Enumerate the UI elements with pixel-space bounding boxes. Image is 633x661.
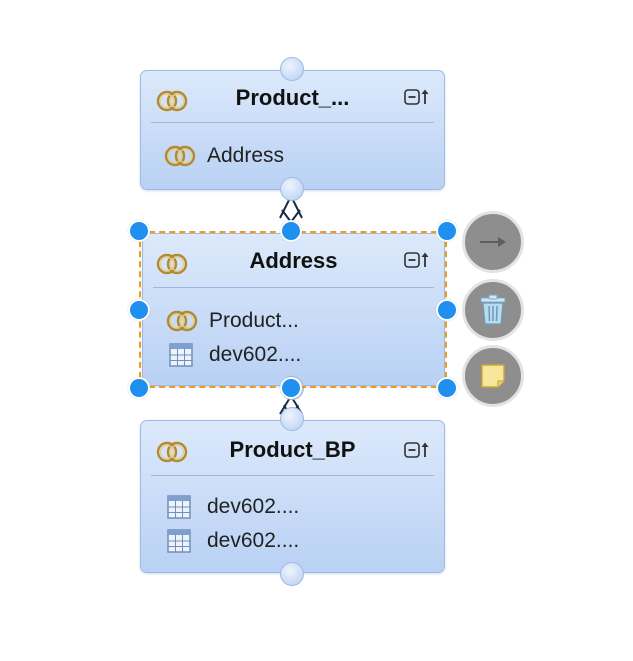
- collapse-toggle-icon[interactable]: [404, 441, 430, 459]
- note-icon: [481, 364, 505, 388]
- node-header[interactable]: Address: [143, 234, 444, 284]
- resize-handle-bottom[interactable]: [280, 377, 302, 399]
- trash-icon: [480, 294, 506, 325]
- node-product-top[interactable]: Product_... Address: [140, 70, 445, 190]
- delete-button[interactable]: [462, 279, 524, 341]
- node-divider: [153, 287, 434, 288]
- resize-handle-left[interactable]: [128, 299, 150, 321]
- node-divider: [151, 122, 434, 123]
- port-top[interactable]: [280, 407, 304, 431]
- row-label: Product...: [209, 309, 299, 332]
- row-label: dev602....: [207, 529, 300, 552]
- table-icon: [167, 529, 191, 553]
- arrow-right-icon: [480, 237, 506, 247]
- resize-handle-bottom-left[interactable]: [128, 377, 150, 399]
- connect-arrow-button[interactable]: [462, 211, 524, 273]
- note-button[interactable]: [462, 345, 524, 407]
- table-icon: [167, 495, 191, 519]
- node-row[interactable]: dev602....: [167, 527, 299, 555]
- node-title: Product_...: [235, 85, 350, 110]
- resize-handle-right[interactable]: [436, 299, 458, 321]
- port-top[interactable]: [280, 57, 304, 81]
- row-label: dev602....: [209, 343, 302, 366]
- row-label: Address: [207, 144, 285, 167]
- node-title: Product_BP: [229, 437, 356, 462]
- node-header[interactable]: Product_...: [141, 71, 444, 121]
- join-icon: [165, 310, 199, 332]
- row-label: dev602....: [207, 495, 300, 518]
- node-row[interactable]: dev602....: [169, 341, 301, 369]
- resize-handle-top[interactable]: [280, 220, 302, 242]
- port-bottom[interactable]: [280, 562, 304, 586]
- resize-handle-bottom-right[interactable]: [436, 377, 458, 399]
- node-title: Address: [249, 248, 338, 273]
- table-icon: [169, 343, 193, 367]
- collapse-toggle-icon[interactable]: [404, 251, 430, 269]
- resize-handle-top-left[interactable]: [128, 220, 150, 242]
- node-product-bp[interactable]: Product_BP dev602.... dev602....: [140, 420, 445, 573]
- resize-handle-top-right[interactable]: [436, 220, 458, 242]
- node-header[interactable]: Product_BP: [141, 421, 444, 471]
- join-icon: [163, 145, 197, 167]
- collapse-toggle-icon[interactable]: [404, 88, 430, 106]
- node-row[interactable]: Address: [163, 142, 284, 170]
- port-bottom[interactable]: [280, 177, 304, 201]
- node-row[interactable]: Product...: [165, 307, 299, 335]
- node-row[interactable]: dev602....: [167, 493, 299, 521]
- node-divider: [151, 475, 434, 476]
- node-address[interactable]: Address Product... dev602....: [142, 233, 445, 386]
